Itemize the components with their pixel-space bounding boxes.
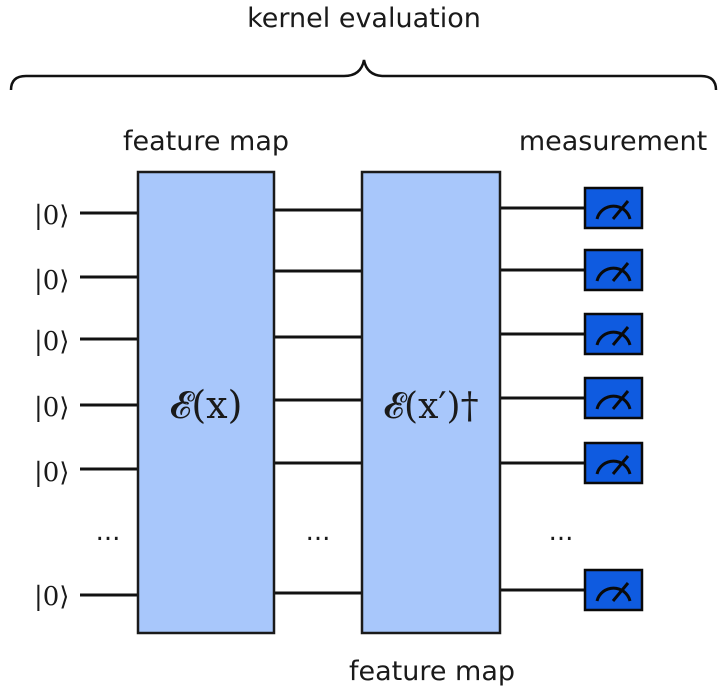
meter-icon (583, 312, 644, 356)
measurement-label: measurement (519, 126, 707, 157)
feature-map-gate-label: 𝓔(x) (170, 383, 243, 427)
ket-zero: |0⟩ (34, 266, 69, 296)
feature-map-dagger-gate-label: 𝓔(x′)† (383, 386, 478, 427)
output-wires (500, 206, 585, 592)
ket-zero: |0⟩ (34, 458, 69, 488)
input-states: |0⟩ |0⟩ |0⟩ |0⟩ |0⟩ |0⟩ (34, 201, 69, 612)
ellipsis-output: ... (549, 517, 574, 547)
meter-icon (583, 441, 644, 485)
feature-map-gate (136, 170, 276, 635)
curly-brace-icon (9, 59, 718, 91)
ket-zero: |0⟩ (34, 393, 69, 423)
input-wires (80, 211, 138, 597)
meter-icon (583, 376, 644, 420)
ket-zero: |0⟩ (34, 582, 69, 612)
ellipsis-middle: ... (306, 517, 331, 547)
meter-icon (583, 568, 644, 612)
diagram-title: kernel evaluation (247, 3, 481, 34)
ellipsis-input: ... (96, 517, 121, 547)
measurement-column (583, 186, 644, 612)
feature-map-dagger-gate (360, 170, 502, 635)
meter-icon (583, 248, 644, 292)
meter-icon (583, 186, 644, 230)
ket-zero: |0⟩ (34, 201, 69, 231)
ket-zero: |0⟩ (34, 327, 69, 357)
middle-wires (274, 208, 362, 595)
feature-map-label-bottom: feature map (349, 656, 515, 687)
feature-map-label-top: feature map (123, 126, 289, 157)
